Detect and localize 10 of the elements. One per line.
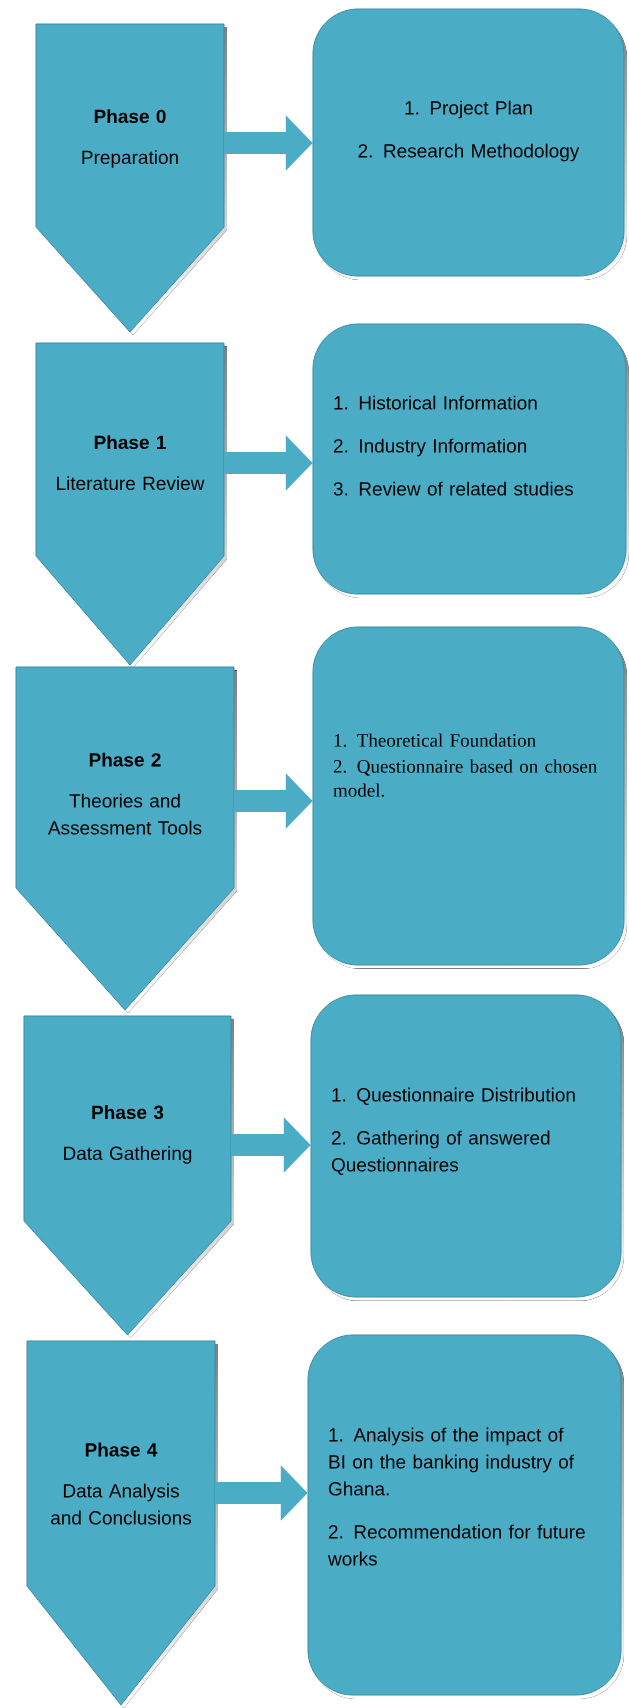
rounded-box: 1. Analysis of the impact of BI on the banking industry of Ghana. 2. Recommendation for future works: [307, 1334, 624, 1699]
phase-box: Phase 4 Data Analysis and Conclusions: [26, 1340, 218, 1708]
rounded-box: 1. Historical Information 2. Industry Information 3. Review of related studies: [312, 323, 629, 598]
rounded-box: 1. Project Plan 2. Research Methodology: [312, 8, 627, 280]
rounded-box: 1. Questionnaire Distribution 2. Gathering of answered Questionnaires: [310, 994, 624, 1301]
rounded-box: 1. Theoretical Foundation 2. Questionnaire based on chosen model.: [312, 626, 627, 969]
phase-box: Phase 1 Literature Review: [35, 342, 227, 668]
phase-box: Phase 3 Data Gathering: [23, 1015, 234, 1338]
phase-box: Phase 0 Preparation: [35, 23, 227, 335]
phase-box: Phase 2 Theories and Assessment Tools: [15, 666, 237, 1013]
